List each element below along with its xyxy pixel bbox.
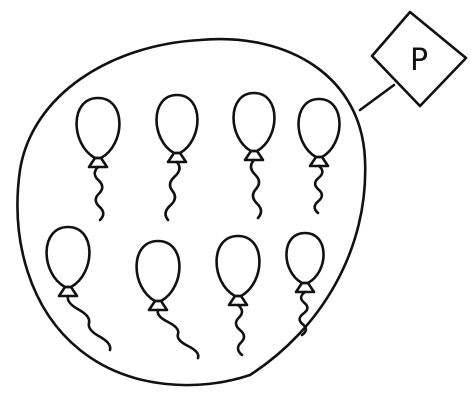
balloon-knot xyxy=(59,287,77,296)
balloon-group xyxy=(47,93,340,358)
balloon-knot xyxy=(245,151,263,160)
balloon xyxy=(234,93,275,218)
balloon-knot xyxy=(149,301,167,310)
balloon-knot xyxy=(310,157,328,166)
balloon-body xyxy=(286,233,323,283)
tag-connector xyxy=(360,85,394,110)
balloon xyxy=(157,95,198,220)
balloon-string xyxy=(315,166,323,213)
balloon-body xyxy=(234,93,275,151)
balloon-body xyxy=(157,95,198,153)
balloon-knot xyxy=(296,283,314,292)
balloon-knot xyxy=(168,153,186,162)
balloon xyxy=(286,233,323,335)
balloon xyxy=(137,241,199,358)
balloon-knot xyxy=(89,158,107,167)
balloon xyxy=(217,236,260,355)
balloon-body xyxy=(217,236,260,296)
balloon-body xyxy=(77,98,120,158)
balloon-body xyxy=(137,241,180,301)
balloon-string xyxy=(158,310,199,358)
balloon-string xyxy=(236,305,244,355)
balloon-knot xyxy=(229,296,247,305)
balloon-body xyxy=(47,227,90,287)
balloon-string xyxy=(68,296,110,350)
tag-label: P xyxy=(410,43,428,78)
balloon-string xyxy=(95,167,104,220)
set-circle xyxy=(18,39,366,385)
balloon xyxy=(77,98,120,220)
balloon-string xyxy=(166,162,180,220)
balloon-body xyxy=(299,99,340,157)
balloon xyxy=(47,227,111,350)
balloon-string xyxy=(251,160,261,218)
balloon xyxy=(299,99,340,213)
